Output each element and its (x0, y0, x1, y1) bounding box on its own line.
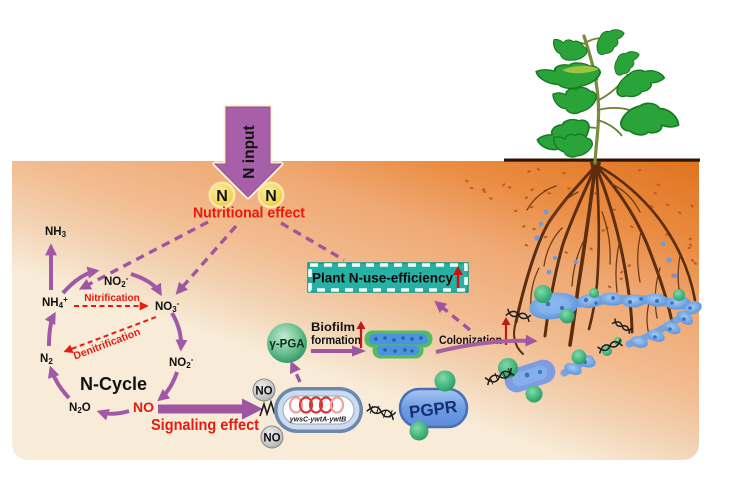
svg-text:ywsC-ywtA-ywtB: ywsC-ywtA-ywtB (289, 417, 346, 424)
svg-text:N2: N2 (40, 353, 53, 366)
svg-text:NO2-: NO2- (104, 274, 129, 289)
svg-text:Plant N-use-efficiency: Plant N-use-efficiency (312, 271, 453, 286)
svg-text:NO: NO (255, 386, 272, 398)
svg-text:formation: formation (311, 335, 361, 347)
svg-text:Biofilm: Biofilm (311, 322, 355, 334)
svg-text:Nutritional effect: Nutritional effect (193, 206, 305, 222)
svg-text:Signaling effect: Signaling effect (151, 417, 259, 434)
svg-text:NO: NO (263, 433, 280, 445)
svg-text:N2O: N2O (69, 402, 91, 415)
svg-text:N: N (265, 188, 277, 205)
svg-text:N: N (216, 188, 228, 205)
svg-text:NO3-: NO3- (155, 299, 180, 314)
svg-text:N-Cycle: N-Cycle (80, 374, 147, 394)
svg-text:N input: N input (241, 125, 258, 178)
svg-text:NO: NO (133, 399, 154, 415)
svg-text:NO2-: NO2- (169, 355, 194, 370)
svg-text:γ-PGA: γ-PGA (269, 339, 304, 351)
svg-text:NH3: NH3 (45, 226, 67, 239)
svg-text:Nitrification: Nitrification (84, 293, 140, 304)
